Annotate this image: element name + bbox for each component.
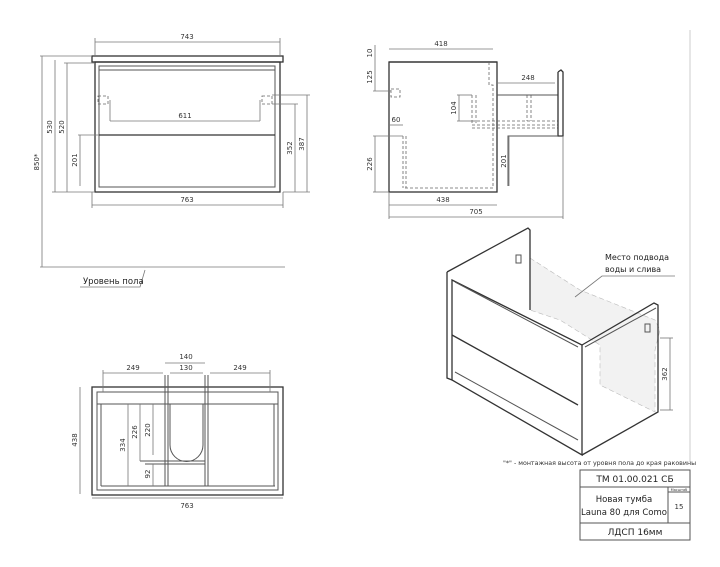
dim-520: 520	[58, 120, 66, 133]
drawing-code: ТМ 01.00.021 СБ	[595, 475, 673, 485]
dim-140: 140	[179, 353, 192, 361]
dim-763-plan: 763	[180, 502, 193, 510]
dim-850: 850*	[33, 153, 41, 170]
material: ЛДСП 16мм	[608, 528, 663, 538]
dim-226-plan: 226	[131, 425, 139, 439]
dim-352: 352	[286, 141, 294, 154]
side-view	[373, 45, 564, 219]
dim-104: 104	[450, 101, 458, 115]
scale-label: Масштаб	[671, 488, 688, 492]
dim-92: 92	[144, 470, 152, 479]
plan-view	[79, 362, 284, 499]
dim-362: 362	[661, 367, 669, 380]
dim-438-plan: 438	[71, 433, 79, 446]
dim-226: 226	[366, 157, 374, 171]
callout-line2: воды и слива	[605, 265, 661, 274]
dim-387: 387	[298, 137, 306, 150]
dim-705: 705	[469, 208, 482, 216]
front-view	[40, 38, 310, 288]
iso-view	[446, 227, 675, 457]
dim-10: 10	[366, 49, 374, 58]
dim-249-left: 249	[126, 364, 139, 372]
dim-763: 763	[180, 196, 193, 204]
dim-220: 220	[144, 423, 152, 436]
footnote: "*" - монтажная высота от уровня пола до…	[503, 460, 696, 467]
scale-value: 15	[675, 503, 684, 511]
dim-201-side: 201	[500, 154, 508, 167]
dim-611: 611	[178, 112, 191, 120]
dim-530: 530	[46, 120, 54, 133]
callout-line1: Место подвода	[605, 253, 669, 262]
dim-201: 201	[71, 153, 79, 166]
title-name-line1: Новая тумба	[596, 495, 652, 505]
dim-418: 418	[434, 40, 447, 48]
dim-125: 125	[366, 70, 374, 83]
title-block	[579, 469, 691, 541]
dim-743: 743	[180, 33, 193, 41]
title-name-line2: Launa 80 для Como	[581, 508, 667, 518]
dim-249-right: 249	[233, 364, 246, 372]
floor-level-label: Уровень пола	[83, 277, 144, 287]
dim-60: 60	[392, 116, 401, 124]
dim-130: 130	[179, 364, 192, 372]
dim-334: 334	[119, 438, 127, 452]
dim-248: 248	[521, 74, 534, 82]
dim-438-side: 438	[436, 196, 449, 204]
